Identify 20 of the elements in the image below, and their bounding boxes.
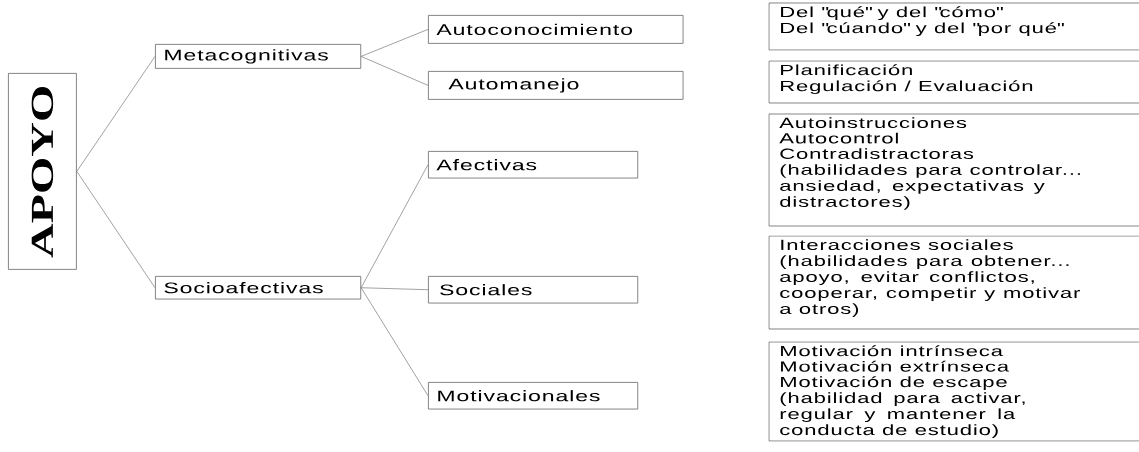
category-box: Afectivas [428, 151, 639, 179]
connector-line [360, 287, 429, 397]
description-box: Motivación intrínseca Motivación extrínseca Motivación de escape (habilidad para activar, regular y mantener la conducta de estudio) [768, 341, 1139, 442]
connector-line [76, 171, 156, 289]
category-box: Motivacionales [428, 382, 639, 410]
category-box: Autoconocimiento [428, 15, 684, 44]
connector-line [76, 56, 156, 172]
description-box: Interacciones sociales (habilidades para obtener... apoyo, evitar conflictos, cooperar, competir y motivar a otros) [768, 235, 1139, 330]
category-box: Socioafectivas [155, 276, 362, 300]
description-box: Del "qué" y del "cómo" Del "cúando" y del "por qué" [768, 2, 1139, 51]
connector-line [360, 29, 429, 57]
category-box: Automanejo [428, 71, 684, 100]
category-box: Sociales [428, 276, 639, 304]
title-box: APOYO [8, 73, 77, 270]
connector-line [360, 56, 429, 86]
connector-line [360, 164, 429, 289]
connector-line [360, 287, 429, 291]
description-box: Autoinstrucciones Autocontrol Contradistractoras (habilidades para controlar... ansiedad, expectativas y distractores) [768, 113, 1139, 227]
category-box: Metacognitivas [155, 44, 362, 69]
description-box: Planificación Regulación / Evaluación [768, 60, 1139, 104]
